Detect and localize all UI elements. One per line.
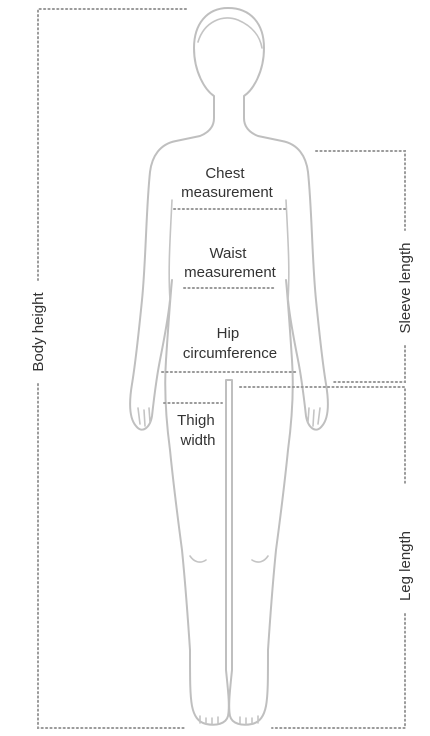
leg-length-label: Leg length: [397, 531, 414, 601]
sleeve-length-top-line: [316, 151, 405, 230]
chest-label: Chest measurement: [181, 165, 274, 201]
right-knee-detail: [252, 556, 268, 562]
body-height-bottom-line: [38, 384, 186, 728]
chest-label-line-1: Chest: [205, 165, 245, 182]
hip-label: Hip circumference: [183, 325, 277, 362]
head-outline: [130, 8, 328, 725]
waist-label: Waist measurement: [184, 245, 277, 281]
hip-label-line-2: circumference: [183, 345, 277, 362]
body-height-bracket: Body height: [30, 9, 186, 728]
body-silhouette: [130, 8, 328, 725]
thigh-label-line-1: Thigh: [177, 412, 215, 429]
hip-label-line-1: Hip: [217, 325, 240, 342]
left-knee-detail: [190, 556, 206, 562]
hairline-detail: [198, 18, 262, 48]
sleeve-length-label: Sleeve length: [397, 243, 414, 334]
waist-label-line-1: Waist: [209, 245, 247, 262]
body-height-label: Body height: [30, 292, 47, 372]
chest-label-line-2: measurement: [181, 184, 274, 201]
thigh-label-line-2: width: [179, 432, 215, 449]
right-hand-fingers: [308, 408, 320, 426]
waist-label-line-2: measurement: [184, 264, 277, 281]
left-hand-fingers: [138, 408, 150, 426]
leg-length-bottom-line: [272, 614, 405, 728]
thigh-label: Thigh width: [177, 412, 219, 449]
sleeve-length-bottom-line: [332, 346, 405, 382]
sleeve-length-bracket: Sleeve length: [316, 151, 414, 382]
leg-length-top-line: [240, 387, 405, 486]
body-height-top-line: [38, 9, 186, 280]
